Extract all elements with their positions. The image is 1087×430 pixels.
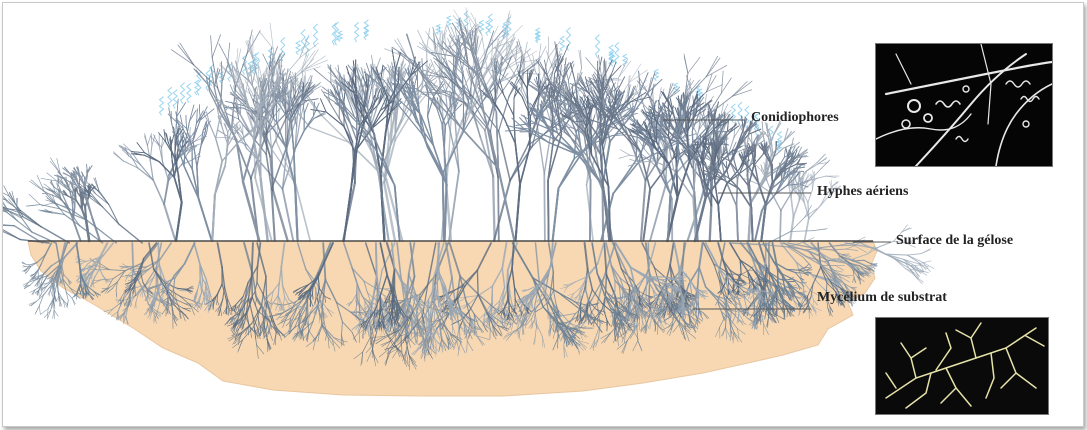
conidiophores-micrograph-image xyxy=(876,44,1052,166)
aerial-hyphae xyxy=(42,8,841,241)
substrate-mycelium-micrograph-image xyxy=(876,318,1048,414)
conidiophores-label: Conidiophores xyxy=(751,110,839,126)
aerial-hyphae-label: Hyphes aériens xyxy=(817,184,908,200)
substrate-mycelium-micrograph xyxy=(875,317,1049,415)
agar-surface-label: Surface de la gélose xyxy=(896,233,1013,249)
conidiophores-micrograph xyxy=(875,43,1053,167)
substrate-mycelium-label: Mycélium de substrat xyxy=(817,290,947,306)
